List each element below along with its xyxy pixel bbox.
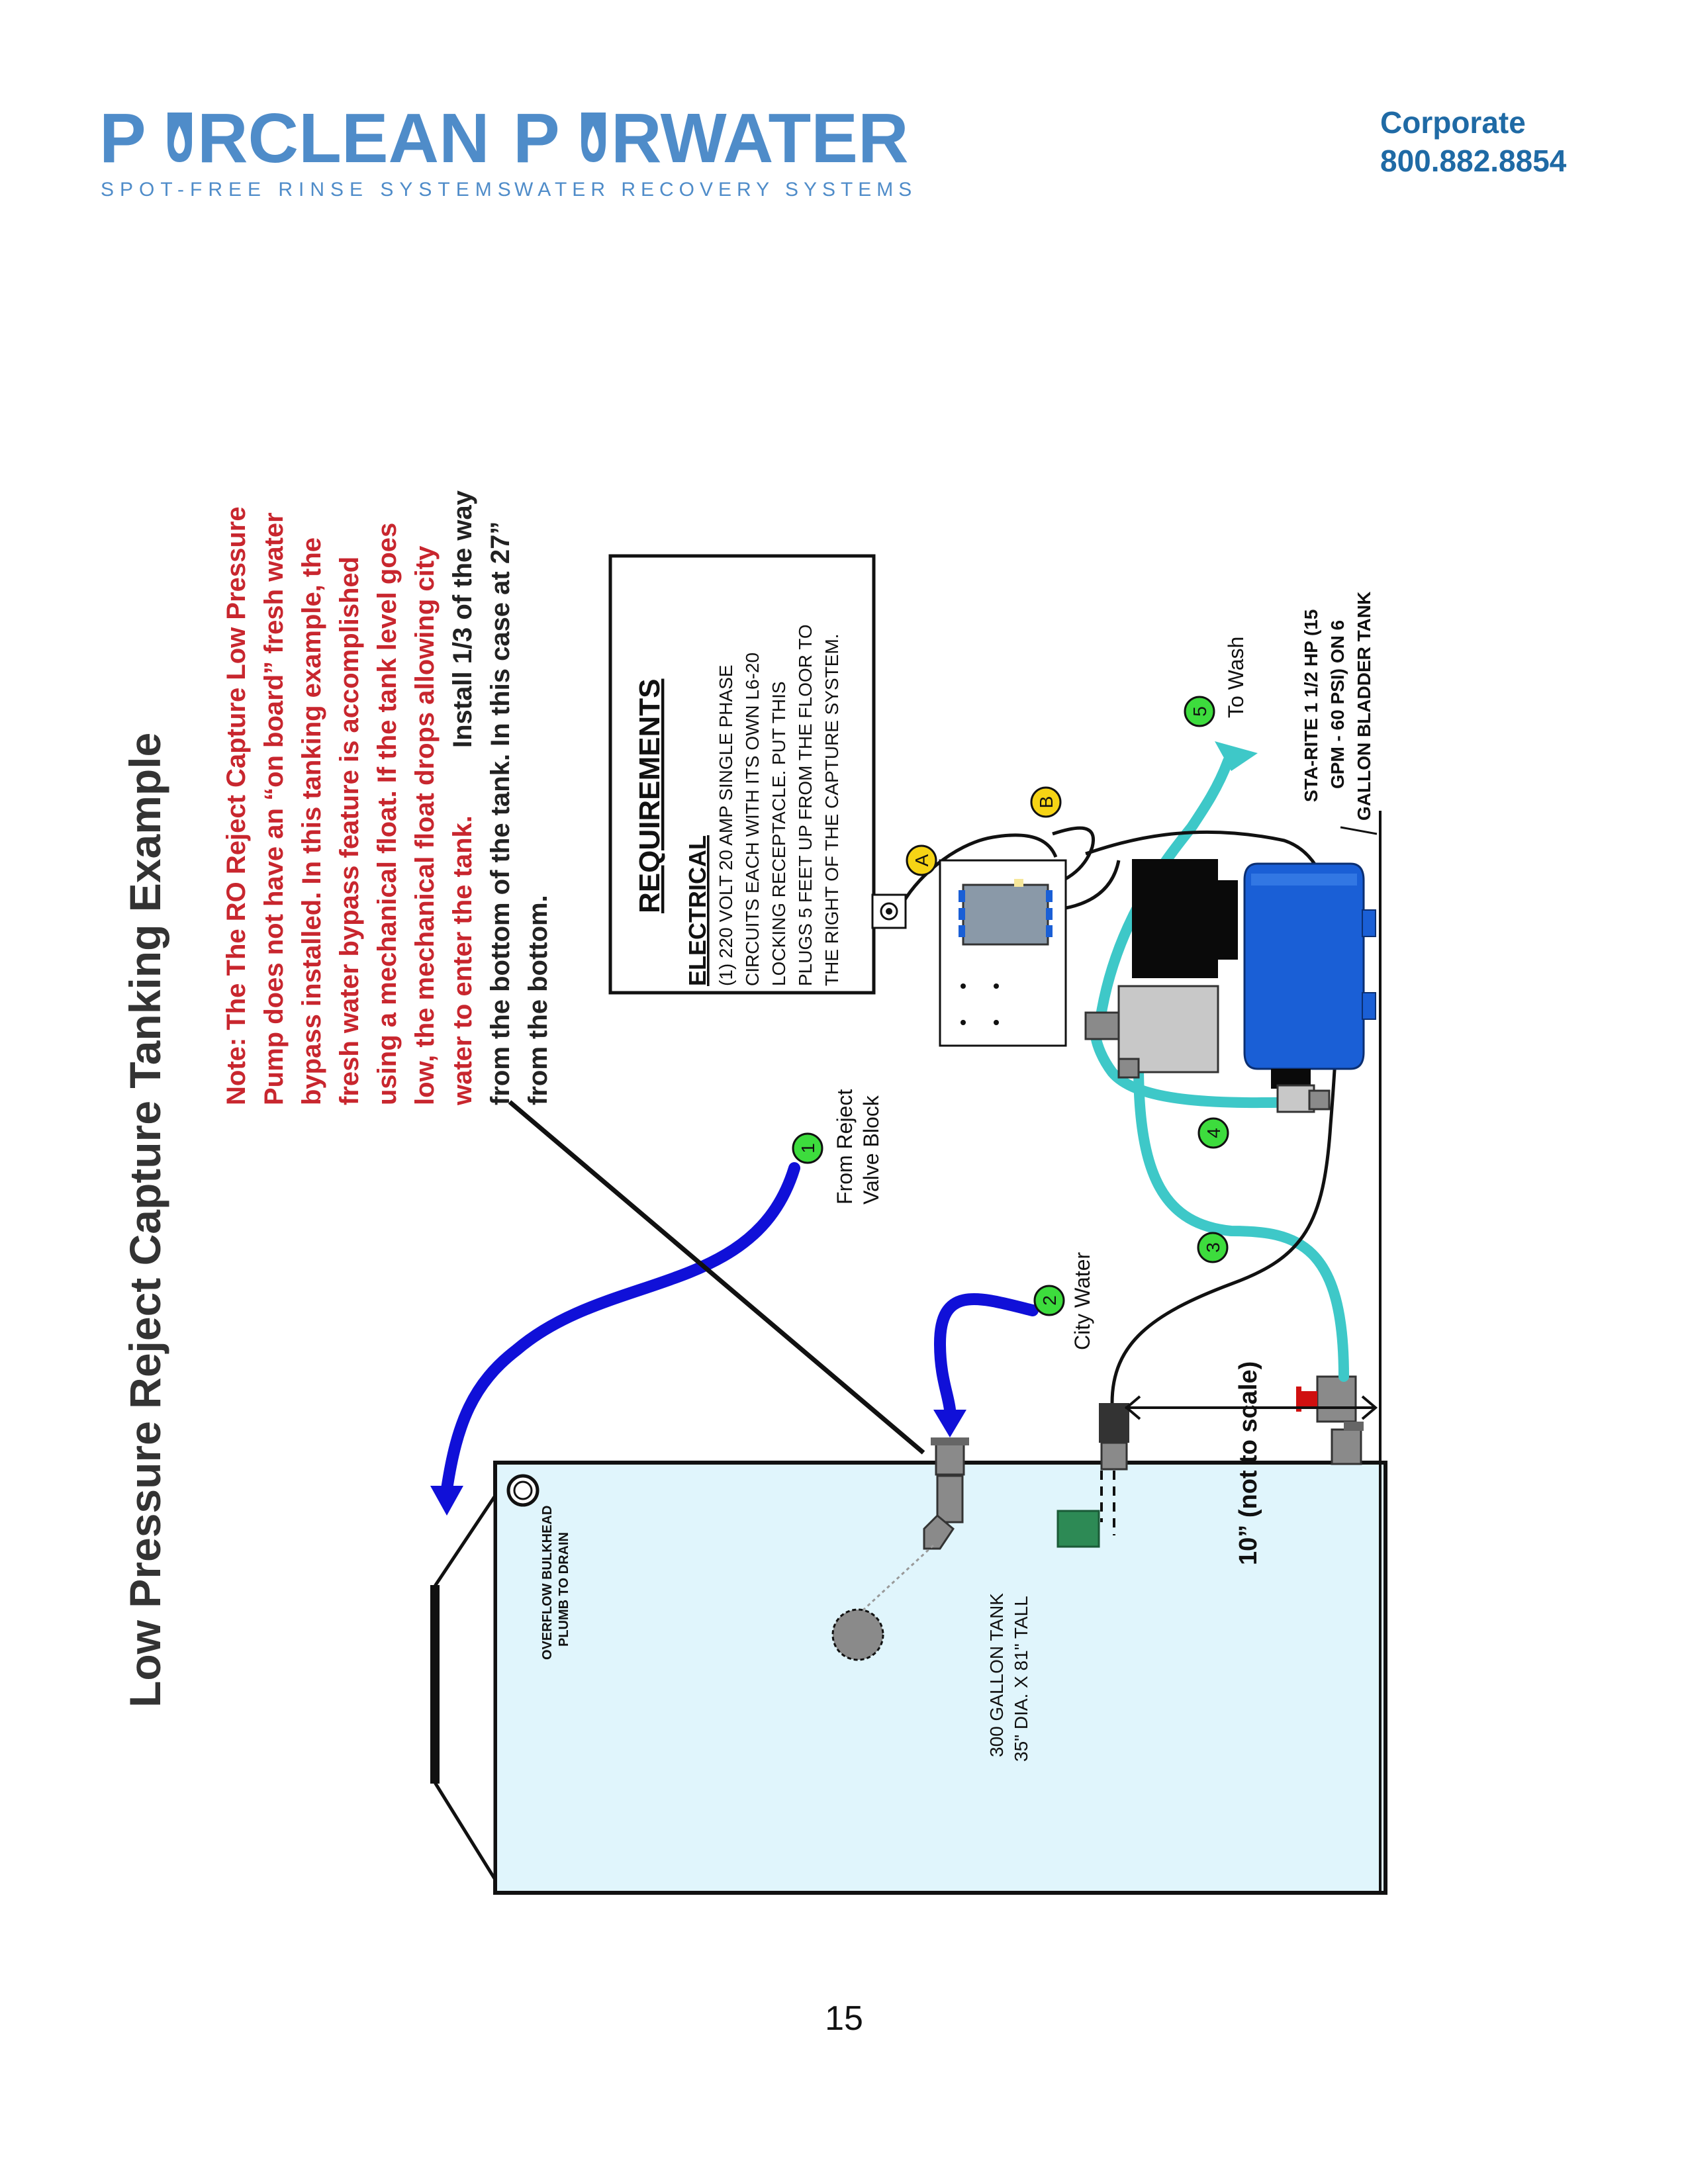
- note-line-4: fresh water bypass feature is accomplish…: [335, 557, 364, 1105]
- dimension-indicator: 10” (not to scale): [1124, 1361, 1378, 1565]
- to-wash-pipe: [1094, 756, 1233, 1034]
- overflow-label-1: OVERFLOW BULKHEAD: [540, 1506, 555, 1660]
- marker-4: 4: [1197, 1117, 1229, 1149]
- city-water-label: City Water: [1070, 1252, 1094, 1351]
- marker-5: 5: [1184, 696, 1215, 727]
- svg-text:B: B: [1036, 796, 1056, 809]
- purclean-logo: P RCLEAN SPOT-FREE RINSE SYSTEMS: [99, 99, 517, 201]
- purwater-logo: P RWATER WATER RECOVERY SYSTEMS: [513, 99, 917, 201]
- city-water-pipe: [933, 1293, 1039, 1416]
- svg-text:3: 3: [1203, 1242, 1223, 1253]
- purwater-tagline: WATER RECOVERY SYSTEMS: [514, 179, 917, 201]
- installation-note: Note: The The RO Reject Capture Low Pres…: [222, 490, 553, 1106]
- page-number: 15: [825, 1999, 863, 2038]
- water-drop-icon: [167, 113, 192, 162]
- to-wash-label: To Wash: [1224, 637, 1248, 718]
- overflow-label-2: PLUMB TO DRAIN: [557, 1532, 571, 1647]
- electrical-subheading: ELECTRICAL: [684, 835, 711, 986]
- requirements-line-1: (1) 220 VOLT 20 AMP SINGLE PHASE: [716, 664, 736, 986]
- pump-motor: [1132, 859, 1218, 978]
- float-valve: [831, 1437, 969, 1661]
- receptacle-cable-a: [898, 833, 1058, 909]
- note-line-8: from the bottom of the tank. In this cas…: [486, 522, 515, 1105]
- tank-label-1: 300 GALLON TANK: [986, 1593, 1007, 1757]
- bladder-tank: [1243, 862, 1365, 1070]
- city-water-arrow-icon: [933, 1410, 966, 1437]
- svg-text:A: A: [912, 854, 932, 866]
- water-drop-icon: [581, 113, 606, 162]
- svg-text:4: 4: [1203, 1128, 1224, 1138]
- requirements-heading: REQUIREMENTS: [633, 679, 666, 913]
- purclean-tagline: SPOT-FREE RINSE SYSTEMS: [101, 179, 517, 201]
- page-title: Low Pressure Reject Capture Tanking Exam…: [120, 733, 169, 1707]
- reject-pipe: [441, 1162, 800, 1495]
- note-line-5: using a mechanical float. If the tank le…: [373, 523, 402, 1105]
- purclean-letter-p: P: [99, 99, 146, 177]
- marker-1: 1: [792, 1132, 823, 1164]
- pump-skid: [871, 826, 1378, 1113]
- note-line-2: Pump does not have an “on board” fresh w…: [259, 512, 289, 1105]
- contact-phone[interactable]: 800.882.8854: [1380, 144, 1567, 178]
- controller-box: [962, 884, 1049, 946]
- from-reject-label-2: Valve Block: [859, 1095, 883, 1205]
- note-line-7-tail: Install 1/3 of the way: [448, 490, 477, 748]
- pump-label-3: GALLON BLADDER TANK: [1354, 592, 1374, 821]
- requirements-line-2: CIRCUITS EACH WITH ITS OWN L6-20: [742, 653, 763, 986]
- level-sensor-cable: [1085, 830, 1340, 1404]
- contact-label: Corporate: [1380, 105, 1526, 140]
- requirements-line-3: LOCKING RECEPTACLE. PUT THIS: [769, 681, 789, 986]
- marker-3: 3: [1197, 1232, 1229, 1263]
- requirements-line-4: PLUGS 5 FEET UP FROM THE FLOOR TO: [795, 624, 816, 986]
- to-wash-arrow-icon: [1215, 741, 1258, 771]
- pump-suction-valve: [1296, 1375, 1364, 1465]
- marker-2: 2: [1033, 1285, 1065, 1316]
- reject-pipe-arrow-icon: [430, 1486, 463, 1516]
- note-leader-line: [508, 1100, 925, 1455]
- note-line-1: Note: The The RO Reject Capture Low Pres…: [222, 506, 251, 1105]
- level-sensor: [1056, 1403, 1129, 1548]
- note-line-9: from the bottom.: [524, 895, 553, 1105]
- note-line-7: water to enter the tank.: [448, 815, 477, 1106]
- marker-a: A: [906, 844, 937, 876]
- svg-text:1: 1: [798, 1143, 818, 1154]
- purwater-letter-p: P: [513, 99, 560, 177]
- overflow-bulkhead-icon: [506, 1474, 539, 1507]
- suction-pipe: [1133, 1060, 1349, 1382]
- pump-label-1: STA-RITE 1 1/2 HP (15: [1301, 610, 1321, 803]
- from-reject-label-1: From Reject: [833, 1089, 857, 1205]
- note-line-6: low, the mechanical float drops allowing…: [410, 545, 440, 1105]
- pump-label-2: GPM - 60 PSI) ON 6: [1327, 620, 1348, 789]
- dimension-label: 10” (not to scale): [1235, 1361, 1262, 1565]
- level-float-icon: [1056, 1510, 1100, 1548]
- corporate-contact: Corporate 800.882.8854: [1380, 103, 1566, 180]
- purclean-wordmark: RCLEAN: [197, 99, 490, 177]
- note-line-3: bypass installed. In this tanking exampl…: [297, 537, 326, 1105]
- requirements-line-5: THE RIGHT OF THE CAPTURE SYSTEM.: [821, 633, 842, 986]
- shutoff-valve-handle-icon: [1299, 1391, 1317, 1407]
- tank-label-2: 35" DIA. X 81" TALL: [1011, 1596, 1031, 1762]
- svg-text:2: 2: [1039, 1295, 1060, 1306]
- requirements-box: REQUIREMENTS ELECTRICAL (1) 220 VOLT 20 …: [608, 554, 876, 995]
- marker-b: B: [1030, 786, 1062, 818]
- float-ball-icon: [831, 1608, 884, 1661]
- svg-text:5: 5: [1190, 706, 1210, 717]
- purwater-wordmark: RWATER: [611, 99, 909, 177]
